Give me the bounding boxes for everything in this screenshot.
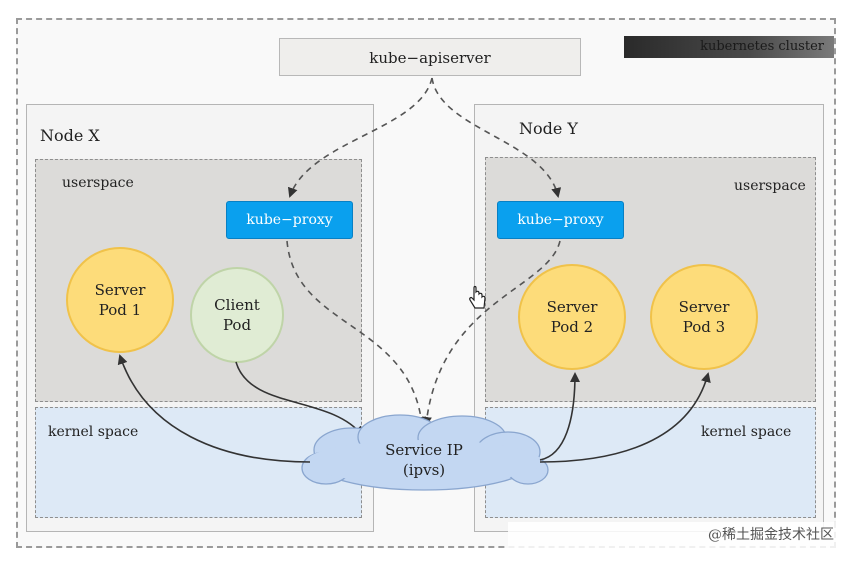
server-pod-2: Server Pod 2 — [518, 264, 626, 370]
server-pod-3: Server Pod 3 — [650, 264, 758, 370]
server-pod-1-line2: Pod 1 — [98, 301, 142, 319]
client-pod-line2: Pod — [222, 316, 252, 334]
node-y-title: Node Y — [519, 119, 578, 138]
solid-link-service-to-pod-2 — [539, 372, 580, 461]
node-x-title: Node X — [40, 126, 100, 145]
client-pod-line1: Client — [214, 296, 260, 314]
server-pod-1-line1: Server — [94, 281, 146, 299]
hand-cursor-icon — [469, 285, 486, 309]
server-pod-3-line1: Server — [678, 298, 730, 316]
dashed-link-apiserver-to-proxy-y — [431, 77, 562, 198]
dashed-link-proxy-x-to-service — [286, 240, 427, 427]
client-pod: Client Pod — [190, 267, 284, 363]
solid-link-service-to-pod-3 — [539, 372, 711, 463]
watermark: @稀土掘金技术社区 — [508, 522, 838, 548]
service-ip-label: Service IP (ipvs) — [344, 440, 504, 480]
node-y-kernel-label: kernel space — [701, 424, 792, 440]
dashed-link-proxy-y-to-service — [421, 240, 561, 427]
service-ip-line1: Service IP — [385, 441, 463, 459]
solid-link-client-to-service — [235, 361, 364, 437]
node-x-userspace-label: userspace — [62, 175, 134, 191]
service-ip-line2: (ipvs) — [402, 461, 446, 479]
server-pod-1: Server Pod 1 — [66, 247, 174, 353]
node-y-kube-proxy: kube−proxy — [497, 201, 624, 239]
dashed-link-apiserver-to-proxy-x — [287, 77, 433, 198]
service-ip-cloud — [301, 414, 549, 491]
solid-link-service-to-pod-1 — [117, 354, 311, 463]
server-pod-2-line1: Server — [546, 298, 598, 316]
server-pod-3-line2: Pod 3 — [682, 318, 726, 336]
node-x-kube-proxy: kube−proxy — [226, 201, 353, 239]
server-pod-2-line2: Pod 2 — [550, 318, 594, 336]
cluster-label: kubernetes cluster — [624, 36, 834, 58]
node-x-kernel-label: kernel space — [48, 424, 139, 440]
node-y-userspace-label: userspace — [734, 178, 806, 194]
kube-apiserver-box: kube−apiserver — [279, 38, 581, 76]
